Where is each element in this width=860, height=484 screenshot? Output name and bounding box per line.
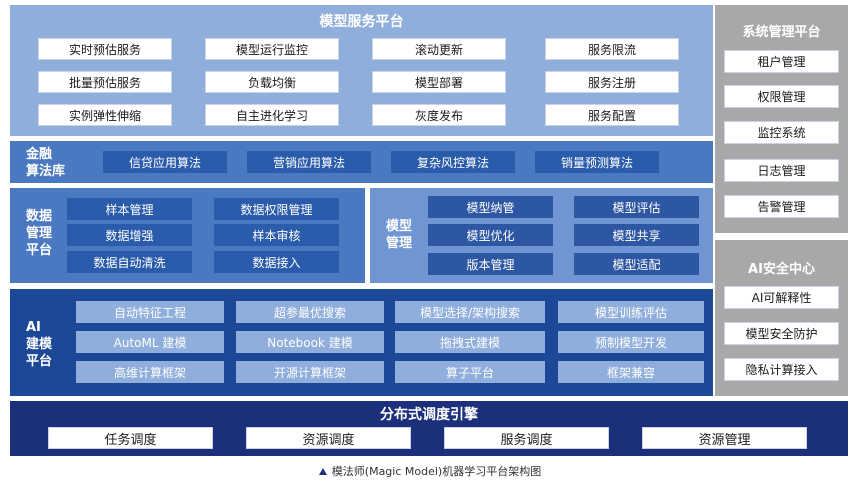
- system-mgmt-item: 告警管理: [724, 195, 839, 218]
- model-mgmt-label-line1: 模型: [386, 219, 413, 234]
- data-mgmt-label-line1: 数据: [26, 209, 53, 224]
- engine-item: 任务调度: [48, 427, 213, 449]
- ai-modeling-item: 模型选择/架构搜索: [395, 301, 545, 323]
- ai-modeling-label-line3: 平台: [26, 354, 53, 369]
- system-mgmt-item: 日志管理: [724, 159, 839, 182]
- finance-algorithm-library: 金融 算法库 信贷应用算法 营销应用算法 复杂风控算法 销量预测算法: [10, 141, 713, 183]
- model-mgmt-label: 模型 管理: [386, 218, 412, 252]
- ai-modeling-item: 框架兼容: [558, 361, 704, 383]
- data-mgmt-label: 数据 管理 平台: [26, 208, 52, 259]
- finance-label: 金融 算法库: [26, 146, 65, 180]
- system-management-platform: 系统管理平台 租户管理 权限管理 监控系统 日志管理 告警管理: [715, 5, 848, 233]
- data-mgmt-label-line2: 管理: [26, 226, 53, 241]
- system-mgmt-title: 系统管理平台: [742, 25, 821, 40]
- service-item: 负载均衡: [205, 71, 339, 93]
- finance-item: 复杂风控算法: [391, 151, 515, 173]
- model-mgmt-item: 模型纳管: [428, 196, 553, 218]
- engine-item: 资源调度: [246, 427, 411, 449]
- distributed-engine-title: 分布式调度引擎: [380, 407, 478, 423]
- ai-modeling-label-line2: 建模: [26, 337, 53, 352]
- data-mgmt-item: 数据增强: [67, 224, 192, 246]
- model-service-platform: 模型服务平台 实时预估服务 模型运行监控 滚动更新 服务限流 批量预估服务 负载…: [10, 5, 713, 136]
- service-item: 实例弹性伸缩: [38, 104, 172, 126]
- ai-modeling-item: AutoML 建模: [76, 331, 224, 353]
- model-service-platform-title: 模型服务平台: [319, 14, 404, 30]
- ai-modeling-item: 拖拽式建模: [395, 331, 545, 353]
- service-item: 模型部署: [372, 71, 506, 93]
- system-mgmt-item: 租户管理: [724, 50, 839, 73]
- ai-modeling-item: 预制模型开发: [558, 331, 704, 353]
- finance-item: 销量预测算法: [535, 151, 659, 173]
- model-mgmt-label-line2: 管理: [386, 236, 413, 251]
- service-item: 服务注册: [545, 71, 679, 93]
- service-item: 实时预估服务: [38, 38, 172, 60]
- model-mgmt-item: 模型优化: [428, 224, 553, 246]
- ai-modeling-item: 模型训练评估: [558, 301, 704, 323]
- ai-security-center: AI安全中心 AI可解释性 模型安全防护 隐私计算接入: [715, 240, 848, 396]
- service-item: 灰度发布: [372, 104, 506, 126]
- ai-security-title: AI安全中心: [748, 262, 815, 277]
- service-item: 服务限流: [545, 38, 679, 60]
- model-mgmt-item: 版本管理: [428, 253, 553, 275]
- service-item: 滚动更新: [372, 38, 506, 60]
- distributed-scheduling-engine: 分布式调度引擎 任务调度 资源调度 服务调度 资源管理: [10, 401, 848, 456]
- engine-item: 服务调度: [444, 427, 609, 449]
- data-management-platform: 数据 管理 平台 样本管理 数据权限管理 数据增强 样本审核 数据自动清洗 数据…: [10, 188, 365, 283]
- data-mgmt-item: 样本管理: [67, 198, 192, 220]
- service-item: 模型运行监控: [205, 38, 339, 60]
- data-mgmt-label-line3: 平台: [26, 243, 53, 258]
- triangle-icon: [318, 468, 327, 475]
- system-mgmt-item: 权限管理: [724, 85, 839, 108]
- data-mgmt-item: 数据接入: [214, 251, 339, 273]
- ai-security-item: AI可解释性: [724, 286, 839, 309]
- ai-modeling-label: AI 建模 平台: [26, 319, 52, 370]
- finance-item: 信贷应用算法: [103, 151, 227, 173]
- data-mgmt-item: 数据自动清洗: [67, 251, 192, 273]
- model-mgmt-item: 模型适配: [574, 253, 699, 275]
- service-item: 批量预估服务: [38, 71, 172, 93]
- ai-modeling-item: Notebook 建模: [236, 331, 384, 353]
- data-mgmt-item: 样本审核: [214, 224, 339, 246]
- ai-modeling-item: 高维计算框架: [76, 361, 224, 383]
- model-mgmt-item: 模型共享: [574, 224, 699, 246]
- finance-label-line1: 金融: [26, 147, 53, 162]
- ai-modeling-item: 自动特征工程: [76, 301, 224, 323]
- system-mgmt-item: 监控系统: [724, 121, 839, 144]
- finance-item: 营销应用算法: [247, 151, 371, 173]
- model-management: 模型 管理 模型纳管 模型评估 模型优化 模型共享 版本管理 模型适配: [370, 188, 713, 283]
- ai-security-item: 隐私计算接入: [724, 358, 839, 381]
- model-mgmt-item: 模型评估: [574, 196, 699, 218]
- caption-text: 模法师(Magic Model)机器学习平台架构图: [331, 465, 542, 478]
- finance-label-line2: 算法库: [26, 164, 66, 179]
- ai-modeling-item: 开源计算框架: [236, 361, 384, 383]
- ai-modeling-item: 算子平台: [395, 361, 545, 383]
- data-mgmt-item: 数据权限管理: [214, 198, 339, 220]
- ai-security-item: 模型安全防护: [724, 322, 839, 345]
- service-item: 服务配置: [545, 104, 679, 126]
- ai-modeling-platform: AI 建模 平台 自动特征工程 超参最优搜索 模型选择/架构搜索 模型训练评估 …: [10, 289, 713, 396]
- engine-item: 资源管理: [642, 427, 807, 449]
- figure-caption: 模法师(Magic Model)机器学习平台架构图: [0, 463, 860, 479]
- ai-modeling-label-line1: AI: [26, 320, 41, 335]
- service-item: 自主进化学习: [205, 104, 339, 126]
- ai-modeling-item: 超参最优搜索: [236, 301, 384, 323]
